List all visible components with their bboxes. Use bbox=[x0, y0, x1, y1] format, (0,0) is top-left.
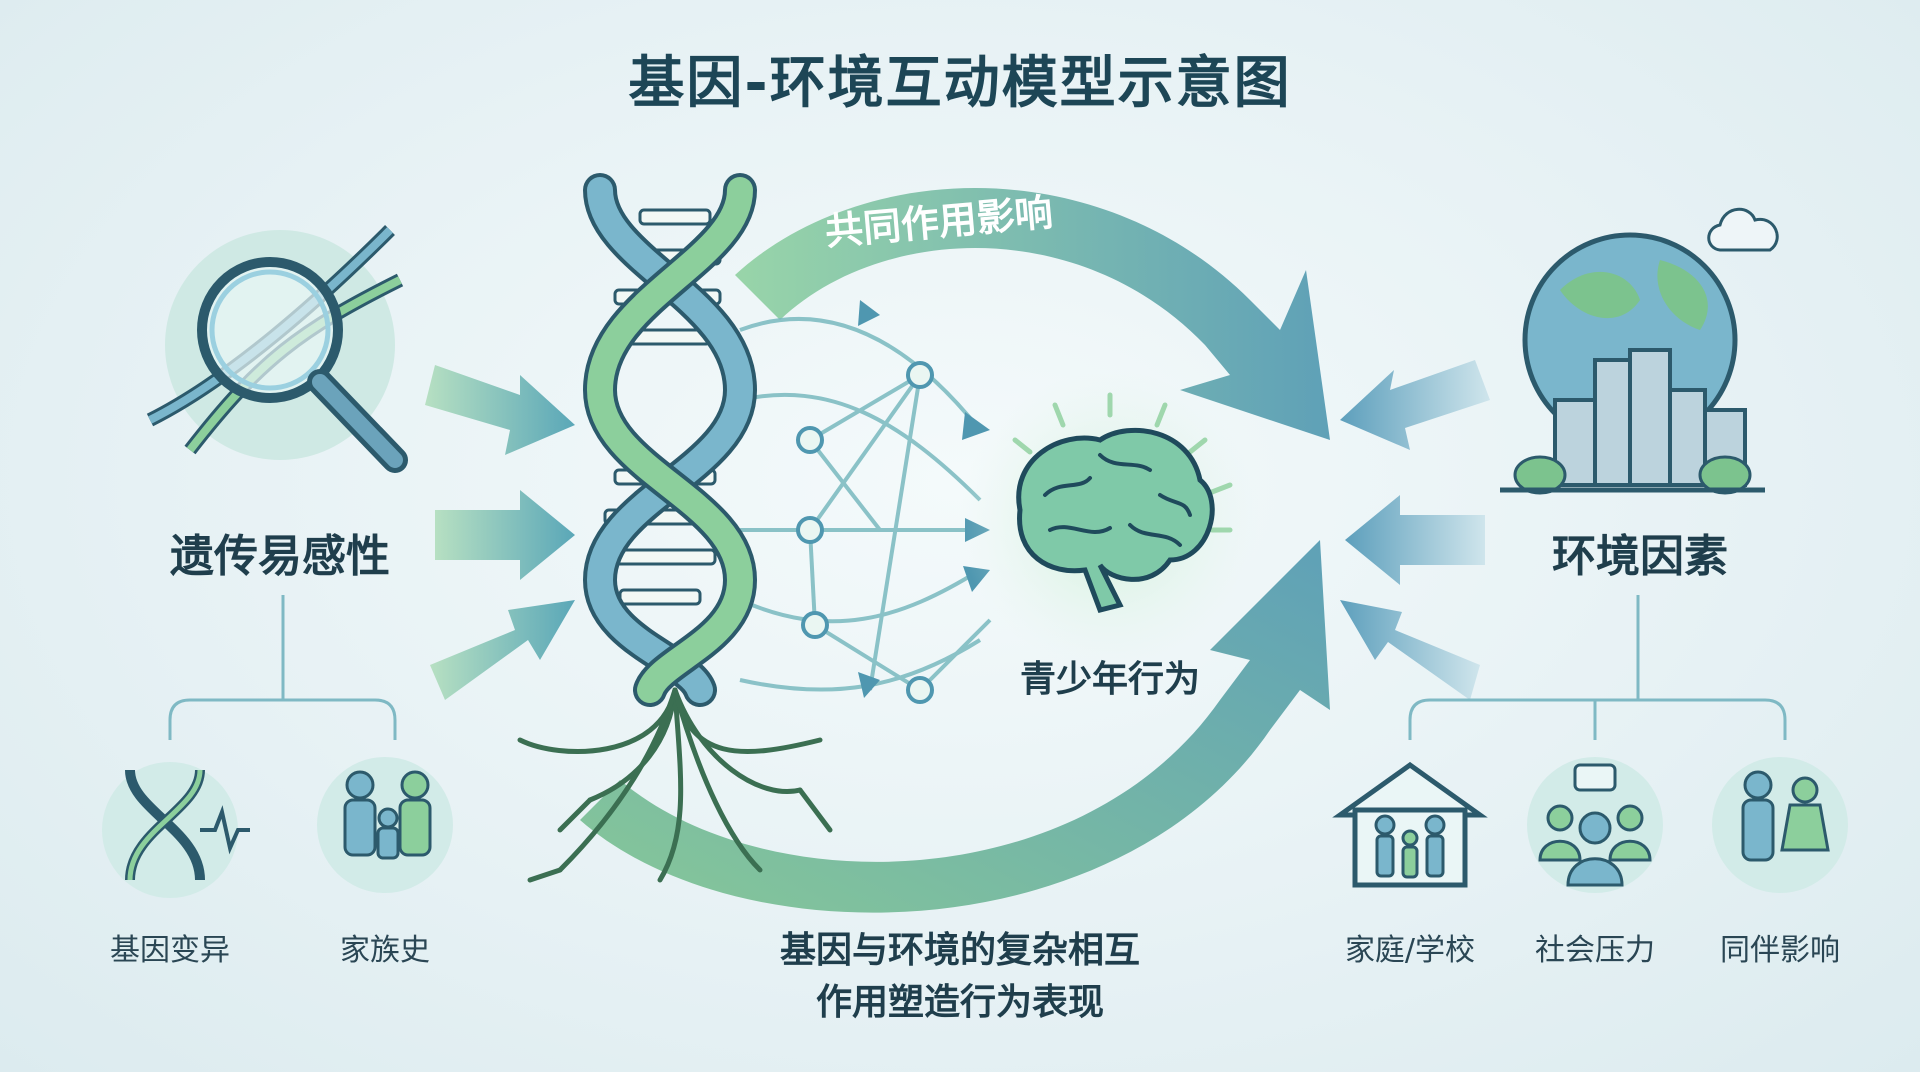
top-arc-arrow bbox=[735, 188, 1330, 440]
right-child-label-0: 家庭/学校 bbox=[1344, 933, 1476, 968]
brain-icon bbox=[960, 370, 1260, 670]
left-child-label-1: 家族史 bbox=[340, 933, 430, 968]
peer-icon bbox=[1712, 757, 1848, 893]
left-child-label-0: 基因变异 bbox=[110, 933, 230, 968]
caption-line-1: 基因与环境的复杂相互 bbox=[779, 930, 1140, 971]
roots-icon bbox=[517, 687, 833, 883]
diagram-caption: 基因与环境的复杂相互 作用塑造行为表现 bbox=[690, 925, 1230, 1029]
dna-mutation-icon bbox=[102, 762, 250, 898]
dna-helix-icon bbox=[582, 173, 758, 707]
network-lines bbox=[739, 316, 992, 692]
family-icon bbox=[317, 757, 453, 893]
right-input-arrows bbox=[1340, 360, 1490, 700]
right-tree-connector bbox=[1408, 595, 1787, 740]
left-input-arrows bbox=[425, 365, 575, 700]
right-child-label-2: 同伴影响 bbox=[1720, 933, 1840, 968]
network-nodes bbox=[796, 361, 934, 704]
earth-city-icon bbox=[1500, 207, 1779, 495]
environment-factors-heading: 环境因素 bbox=[1552, 531, 1728, 582]
bottom-arc-arrow bbox=[580, 540, 1330, 913]
right-child-label-1: 社会压力 bbox=[1535, 933, 1655, 968]
left-tree-connector bbox=[168, 595, 397, 740]
dna-magnifier-icon bbox=[146, 225, 408, 473]
caption-line-2: 作用塑造行为表现 bbox=[815, 982, 1104, 1023]
page-title: 基因-环境互动模型示意图 bbox=[628, 51, 1292, 116]
adolescent-behavior-label: 青少年行为 bbox=[1019, 659, 1200, 700]
genetic-susceptibility-heading: 遗传易感性 bbox=[170, 531, 390, 582]
social-pressure-icon bbox=[1527, 757, 1663, 893]
home-school-icon bbox=[1332, 761, 1488, 888]
